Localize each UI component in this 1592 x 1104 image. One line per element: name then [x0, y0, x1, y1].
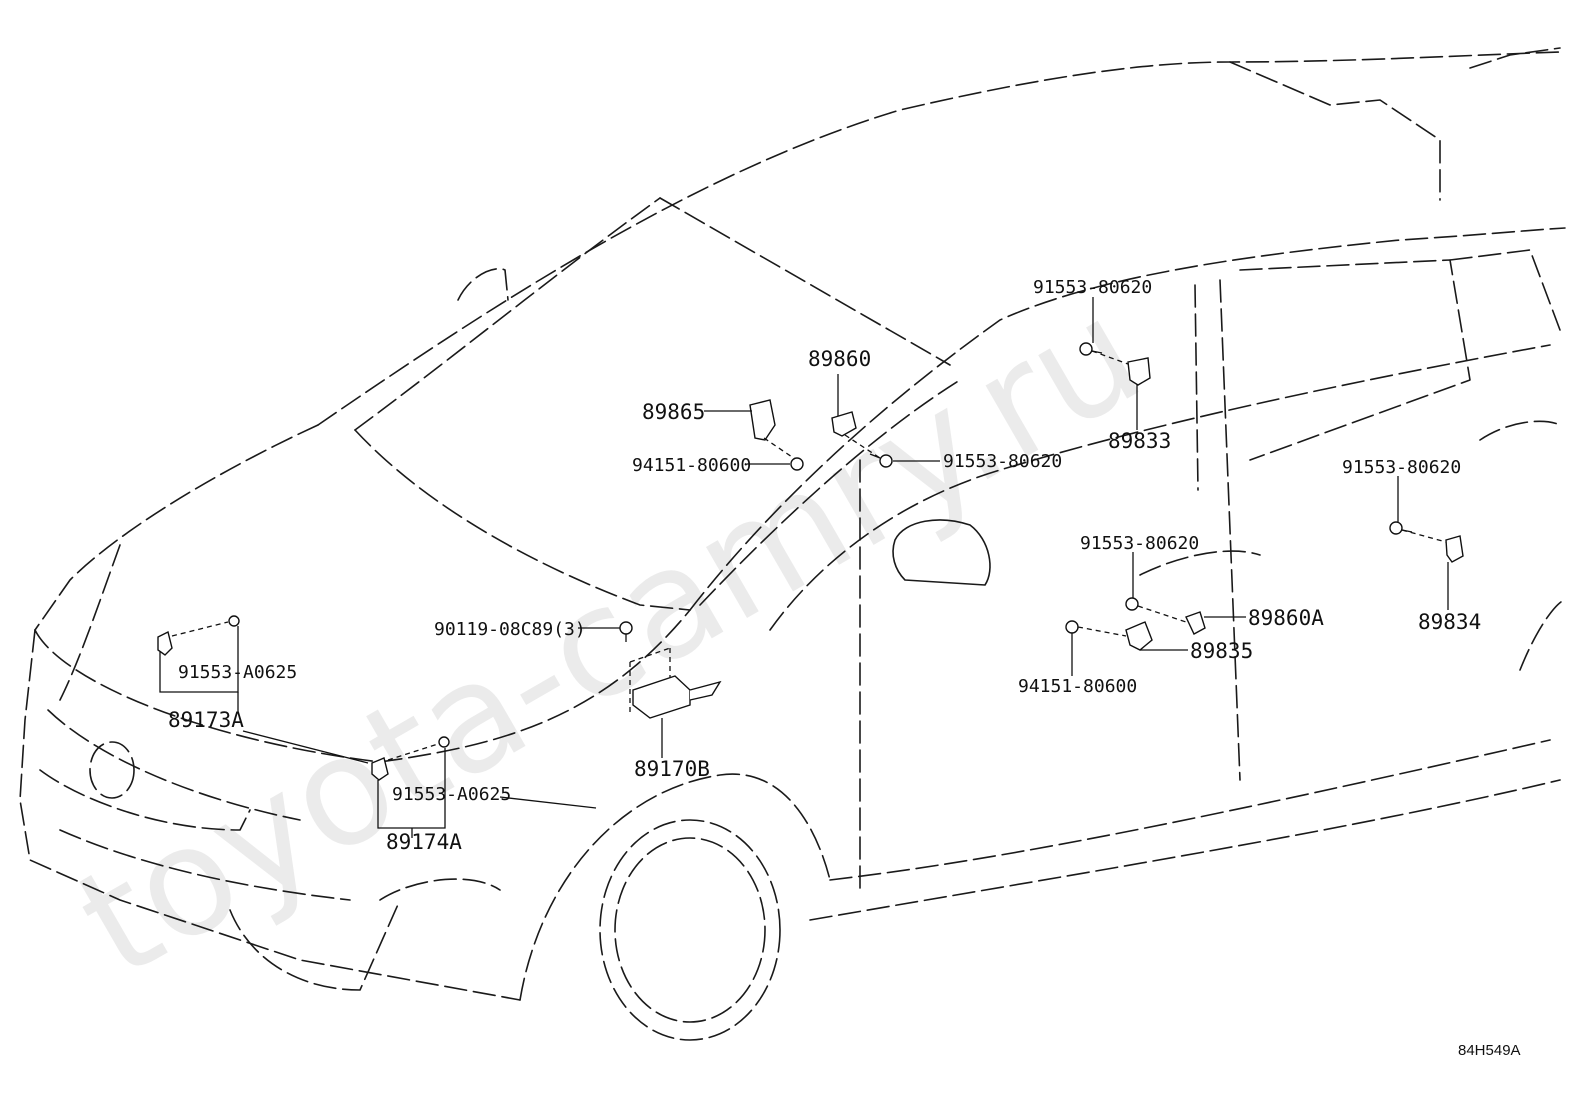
- part-89865-bracket: [749, 399, 776, 441]
- part-89174A-sensor: [371, 736, 450, 781]
- label-91553-A0625-upper: 91553-A0625: [178, 662, 297, 683]
- label-89835: 89835: [1190, 639, 1253, 663]
- label-94151-80600-lower: 94151-80600: [1018, 676, 1137, 697]
- label-89170B: 89170B: [634, 757, 710, 781]
- diagram-code: 84H549A: [1458, 1042, 1521, 1059]
- part-89860-sensor: [831, 411, 857, 437]
- car-outline: [19, 47, 1566, 1041]
- label-91553-80620-apillar: 91553-80620: [943, 451, 1062, 472]
- label-89860A: 89860A: [1248, 606, 1324, 630]
- label-91553-80620-door: 91553-80620: [1080, 533, 1199, 554]
- label-89865: 89865: [642, 400, 705, 424]
- label-91553-A0625-lower: 91553-A0625: [392, 784, 511, 805]
- part-89170B-airbag-ecu: [629, 647, 722, 719]
- leader-lines: [159, 297, 1449, 838]
- label-94151-80600-upper: 94151-80600: [632, 455, 751, 476]
- label-89173A: 89173A: [168, 708, 244, 732]
- part-94151-80600-nut-top: [790, 457, 804, 471]
- label-89833: 89833: [1108, 429, 1171, 453]
- part-89173A-sensor: [157, 615, 240, 656]
- part-89860A-sensor: [1185, 611, 1206, 635]
- part-89834-sensor: [1389, 521, 1464, 563]
- label-89174A: 89174A: [386, 830, 462, 854]
- label-91553-80620-rear: 91553-80620: [1342, 457, 1461, 478]
- label-91553-80620-upper: 91553-80620: [1033, 277, 1152, 298]
- label-89860: 89860: [808, 347, 871, 371]
- part-labels: 91553-80620 89860 89865 89833 94151-8060…: [168, 277, 1521, 1059]
- label-90119-08C89: 90119-08C89(3): [434, 619, 586, 640]
- part-89833-sensor: [1079, 342, 1151, 386]
- watermark: toyota-camry.ru: [51, 266, 1169, 1012]
- part-89835-sensor: [1065, 597, 1153, 651]
- label-89834: 89834: [1418, 610, 1481, 634]
